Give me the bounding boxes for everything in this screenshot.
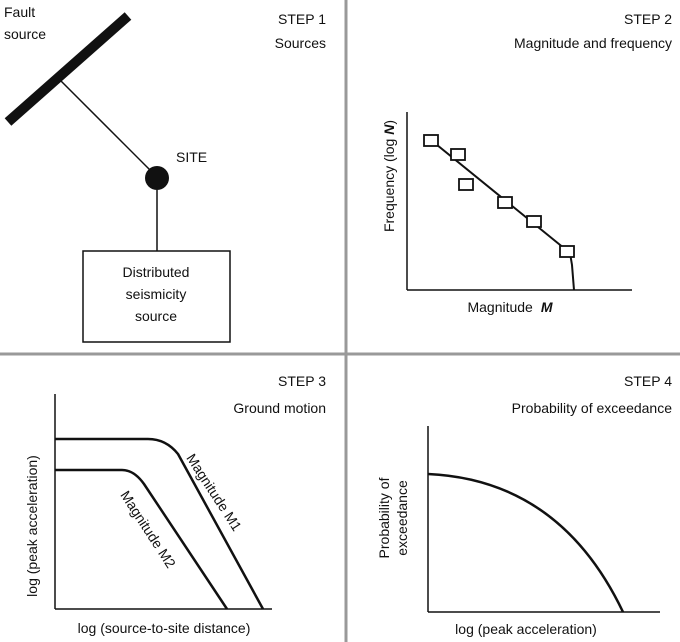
step2-title: Magnitude and frequency [514, 35, 672, 51]
attenuation-curve-m2 [55, 468, 229, 610]
data-point [423, 134, 439, 147]
fault-label-line1: Fault [4, 4, 35, 20]
step3-number: STEP 3 [278, 373, 326, 389]
fault-source [4, 12, 132, 126]
step4-panel: STEP 4 Probability of exceedance Probabi… [376, 373, 672, 637]
step1-panel: STEP 1 Sources Fault source SITE Distrib… [4, 4, 326, 343]
fault-label-line2: source [4, 26, 46, 42]
dist-label-line1: Distributed [123, 264, 190, 280]
step3-title: Ground motion [233, 400, 326, 416]
data-point [559, 245, 575, 258]
data-point [526, 215, 542, 228]
data-point [450, 148, 466, 161]
step4-y-label-line2: exceedance [394, 480, 410, 556]
step3-y-label: log (peak acceleration) [24, 455, 40, 597]
distributed-source-box [82, 250, 231, 343]
step4-x-label: log (peak acceleration) [455, 621, 597, 637]
step3-x-label: log (source-to-site distance) [78, 620, 251, 636]
step1-number: STEP 1 [278, 11, 326, 27]
recurrence-line [425, 135, 571, 254]
step1-title: Sources [275, 35, 326, 51]
site-label: SITE [176, 149, 207, 165]
curve-m2-label: Magnitude M2 [117, 488, 179, 571]
attenuation-curve-m1 [55, 437, 265, 610]
step2-panel: STEP 2 Magnitude and frequency Frequency… [381, 11, 672, 315]
step4-number: STEP 4 [624, 373, 672, 389]
step4-y-label-line1: Probability of [376, 477, 392, 558]
step4-title: Probability of exceedance [512, 400, 673, 416]
fault-to-site-path [59, 79, 158, 178]
dist-label-line2: seismicity [126, 286, 187, 302]
dist-label-line3: source [135, 308, 177, 324]
hazard-curve [427, 472, 625, 613]
step2-y-label: Frequency (log N) [381, 120, 397, 232]
step3-panel: STEP 3 Ground motion log (peak accelerat… [24, 373, 326, 636]
step2-number: STEP 2 [624, 11, 672, 27]
data-point [497, 196, 513, 209]
data-point [458, 178, 474, 191]
recurrence-tail [569, 252, 575, 291]
site-marker [145, 166, 169, 190]
